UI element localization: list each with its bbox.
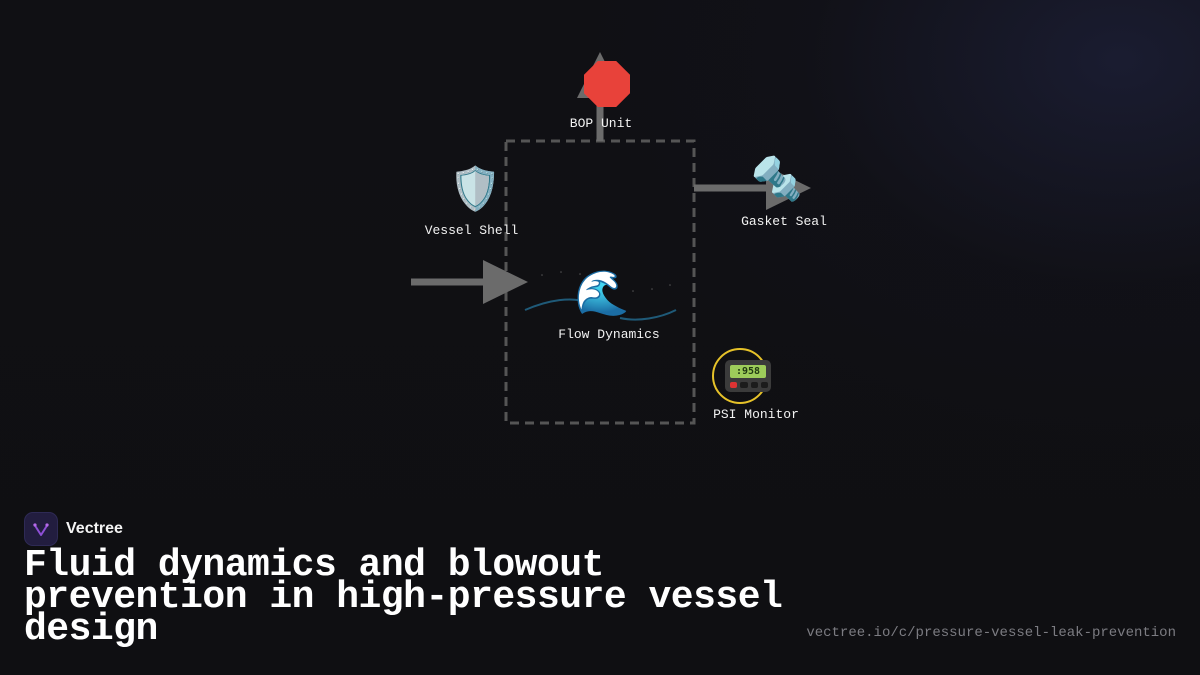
node-gasket-seal-label: Gasket Seal <box>741 214 827 229</box>
node-bop-unit-label: BOP Unit <box>569 116 633 131</box>
pager-screen: :958 <box>730 365 766 378</box>
brand[interactable]: Vectree <box>24 512 123 546</box>
pager-buttons <box>730 382 768 388</box>
node-gasket-seal[interactable]: 🔩 Gasket Seal <box>734 158 834 230</box>
node-flow-dynamics-label: Flow Dynamics <box>558 327 660 342</box>
node-psi-monitor[interactable]: PSI Monitor <box>706 407 806 422</box>
node-vessel-shell[interactable]: 🛡️ Vessel Shell <box>415 164 535 239</box>
node-flow-dynamics[interactable]: 🌊 Flow Dynamics <box>550 272 668 343</box>
brand-name: Vectree <box>66 520 123 537</box>
node-bop-unit[interactable]: BOP Unit <box>560 61 654 131</box>
stop-sign-icon <box>584 61 630 107</box>
flow-wave-lines <box>524 271 677 321</box>
shield-icon: 🛡️ <box>449 164 502 213</box>
source-url[interactable]: vectree.io/c/pressure-vessel-leak-preven… <box>806 625 1176 641</box>
arrow-inflow <box>411 260 528 304</box>
page-title: Fluid dynamics and blowout prevention in… <box>24 544 783 651</box>
arrow-to-gasket <box>694 166 811 210</box>
vectree-logo-icon <box>24 512 58 546</box>
node-psi-monitor-label: PSI Monitor <box>713 407 799 422</box>
water-wave-icon: 🌊 <box>574 268 630 319</box>
node-vessel-shell-label: Vessel Shell <box>424 223 519 238</box>
pager-icon[interactable]: :958 <box>725 360 771 392</box>
nut-and-bolt-icon: 🔩 <box>750 154 804 203</box>
